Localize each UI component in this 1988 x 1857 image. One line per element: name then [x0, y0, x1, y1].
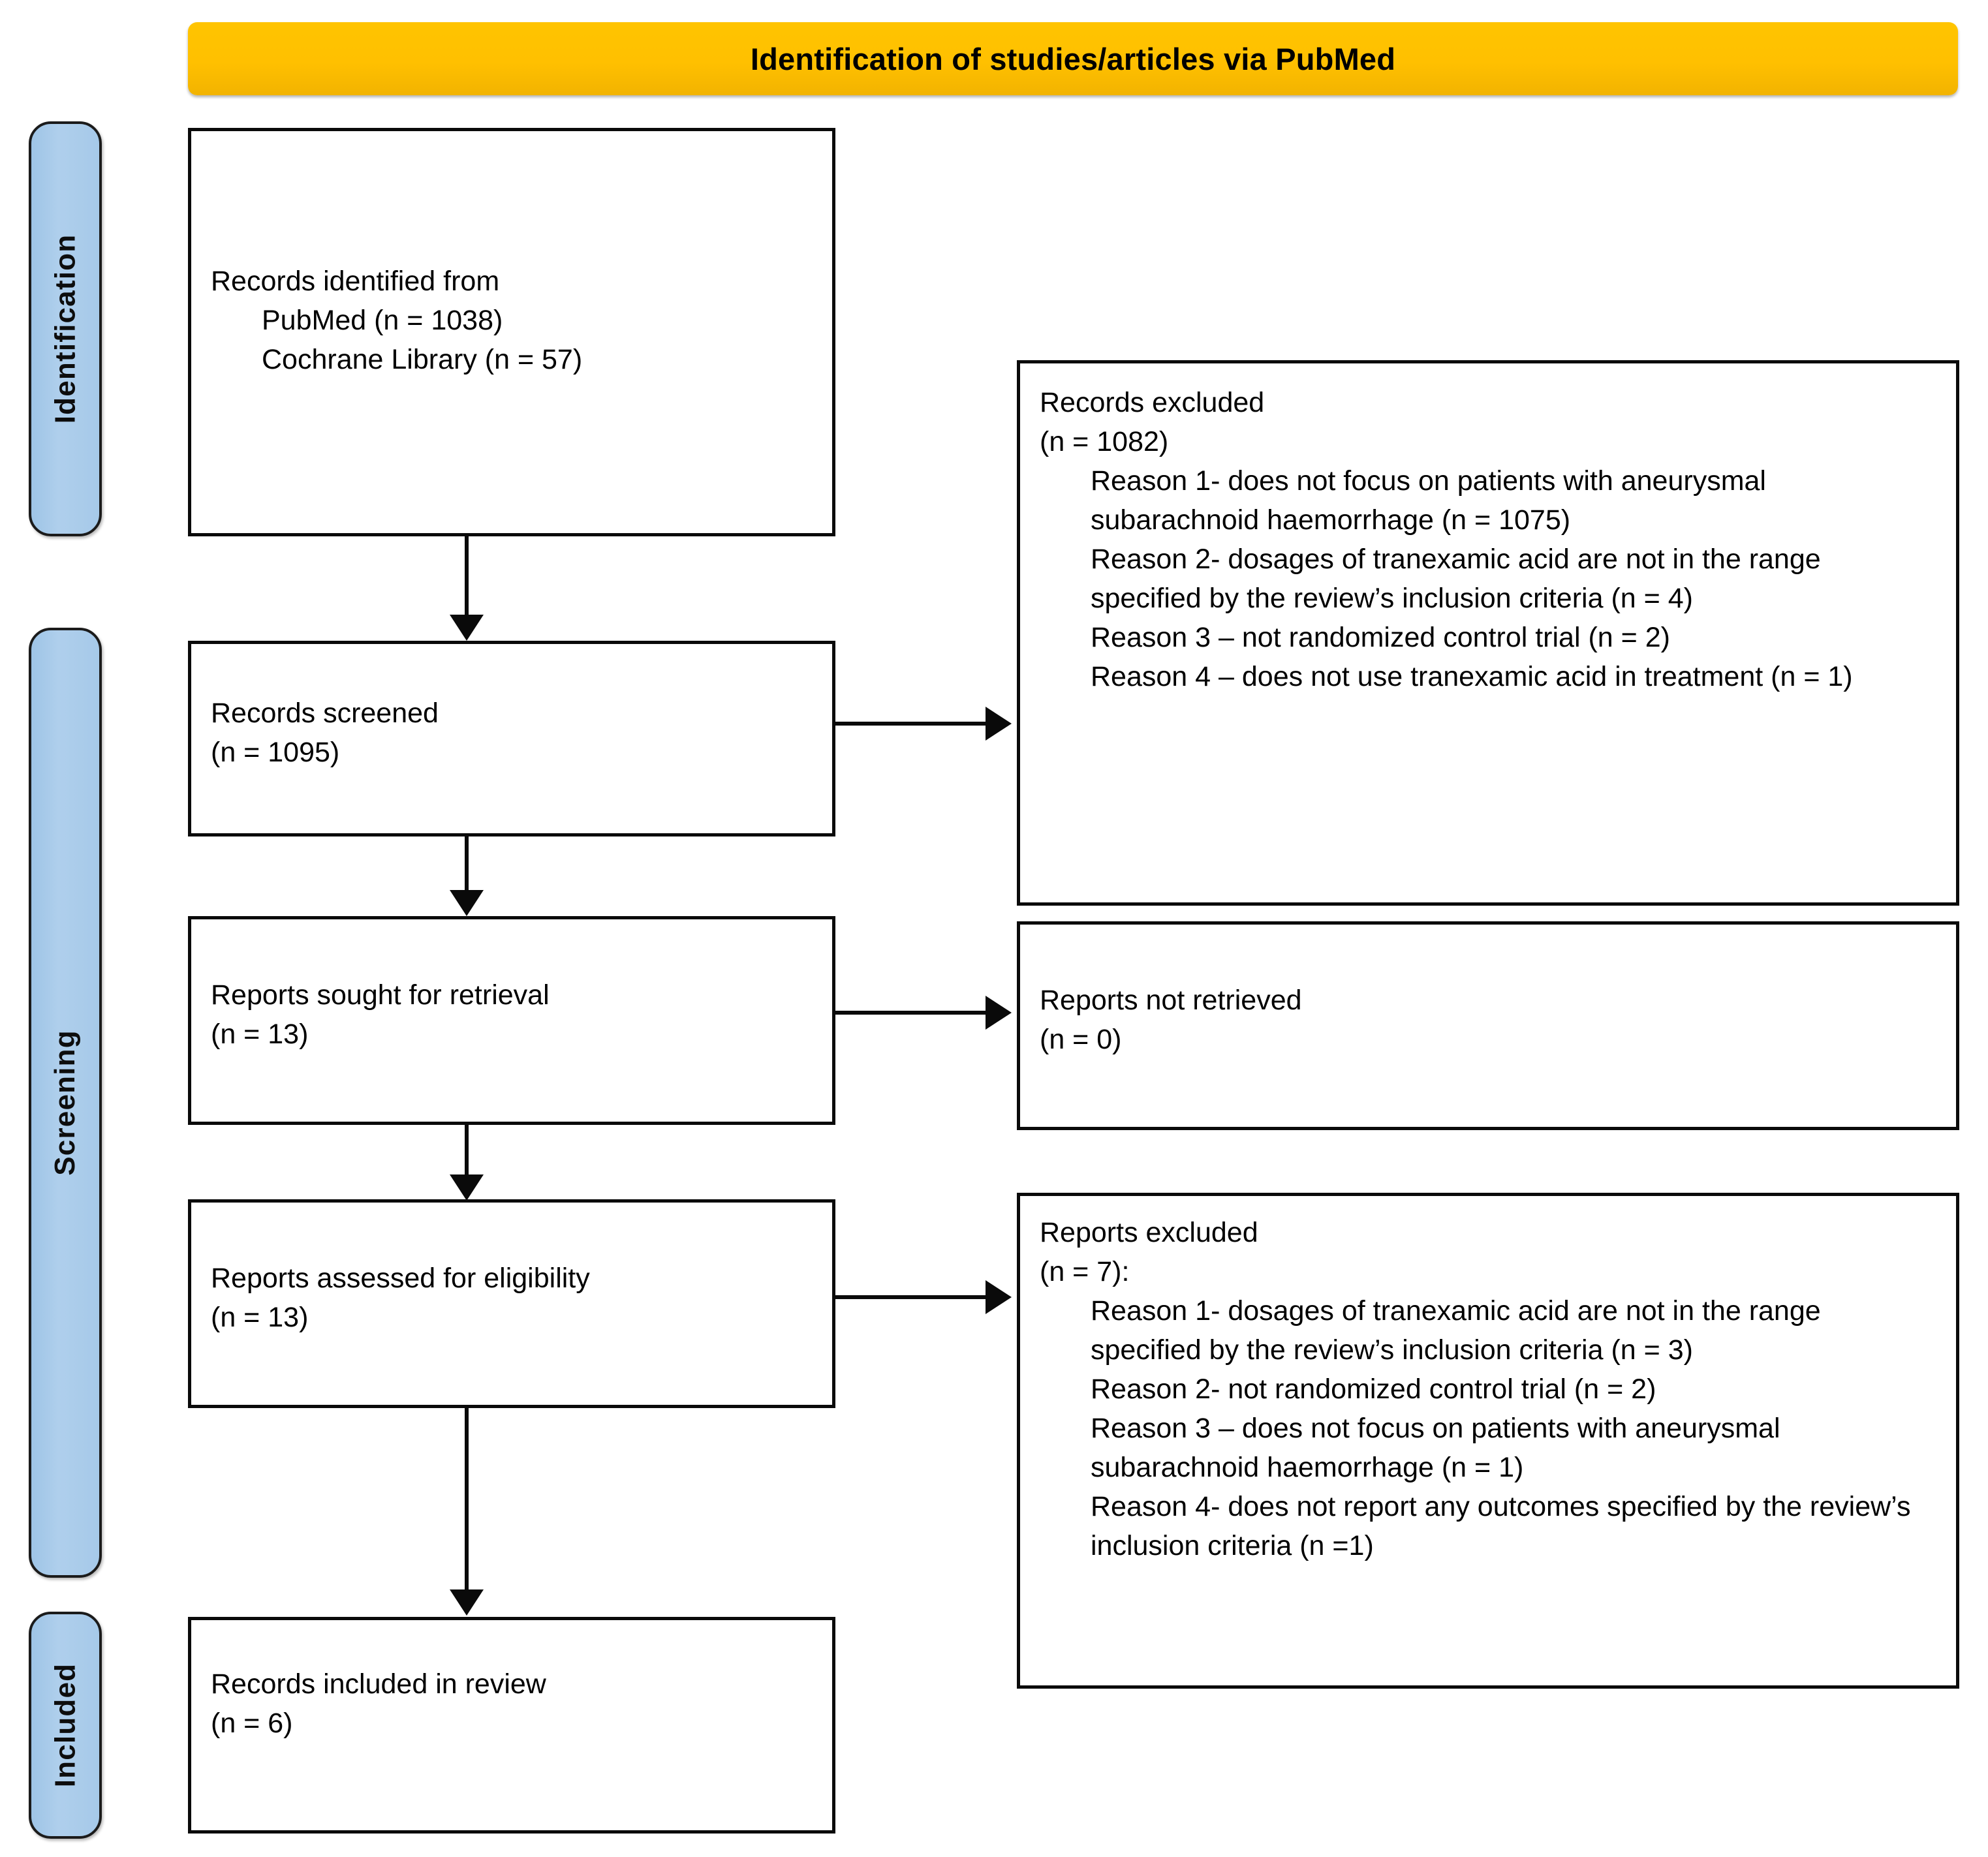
reports-not-retrieved-count: (n = 0): [1040, 1024, 1122, 1055]
reports-sought-count: (n = 13): [211, 1019, 309, 1050]
reports-assessed-count: (n = 13): [211, 1302, 309, 1333]
records-excluded-reason-3: Reason 3 – not randomized control trial …: [1091, 622, 1670, 653]
reports-excluded-reason-3: Reason 3 – does not focus on patients wi…: [1091, 1413, 1780, 1483]
records-excluded-reason-1: Reason 1- does not focus on patients wit…: [1091, 465, 1766, 536]
records-screened-count: (n = 1095): [211, 737, 340, 768]
records-identified-line1: Records identified from: [211, 266, 500, 297]
header-banner: Identification of studies/articles via P…: [188, 22, 1958, 95]
stage-label-included-text: Included: [49, 1663, 81, 1788]
reports-excluded-reason-2: Reason 2- not randomized control trial (…: [1091, 1374, 1656, 1405]
records-identified-pubmed: PubMed (n = 1038): [262, 305, 503, 336]
records-excluded-reason-2: Reason 2- dosages of tranexamic acid are…: [1091, 544, 1821, 614]
stage-label-identification: Identification: [29, 121, 102, 536]
box-reports-sought: Reports sought for retrieval (n = 13): [188, 916, 835, 1125]
reports-excluded-reason-4: Reason 4- does not report any outcomes s…: [1091, 1491, 1911, 1561]
page-title: Identification of studies/articles via P…: [750, 41, 1396, 76]
stage-label-included: Included: [29, 1612, 102, 1839]
reports-excluded-count: (n = 7):: [1040, 1256, 1130, 1287]
records-excluded-count: (n = 1082): [1040, 426, 1169, 457]
reports-assessed-label: Reports assessed for eligibility: [211, 1263, 590, 1294]
box-records-included: Records included in review (n = 6): [188, 1617, 835, 1834]
reports-excluded-reason-1: Reason 1- dosages of tranexamic acid are…: [1091, 1295, 1821, 1366]
box-reports-not-retrieved: Reports not retrieved (n = 0): [1017, 921, 1959, 1130]
reports-sought-label: Reports sought for retrieval: [211, 979, 550, 1011]
records-excluded-title: Records excluded: [1040, 387, 1265, 418]
box-reports-excluded: Reports excluded (n = 7): Reason 1- dosa…: [1017, 1193, 1959, 1689]
stage-label-screening-text: Screening: [49, 1030, 82, 1176]
box-reports-assessed: Reports assessed for eligibility (n = 13…: [188, 1199, 835, 1408]
records-screened-label: Records screened: [211, 698, 439, 729]
reports-not-retrieved-title: Reports not retrieved: [1040, 985, 1302, 1016]
stage-label-identification-text: Identification: [49, 234, 82, 424]
records-excluded-reason-4: Reason 4 – does not use tranexamic acid …: [1091, 661, 1853, 692]
box-records-identified: Records identified from PubMed (n = 1038…: [188, 128, 835, 536]
records-included-label: Records included in review: [211, 1668, 546, 1700]
stage-label-screening: Screening: [29, 628, 102, 1578]
box-records-screened: Records screened (n = 1095): [188, 641, 835, 836]
records-identified-cochrane: Cochrane Library (n = 57): [262, 344, 583, 375]
reports-excluded-title: Reports excluded: [1040, 1217, 1258, 1248]
records-included-count: (n = 6): [211, 1708, 293, 1739]
box-records-excluded: Records excluded (n = 1082) Reason 1- do…: [1017, 360, 1959, 906]
